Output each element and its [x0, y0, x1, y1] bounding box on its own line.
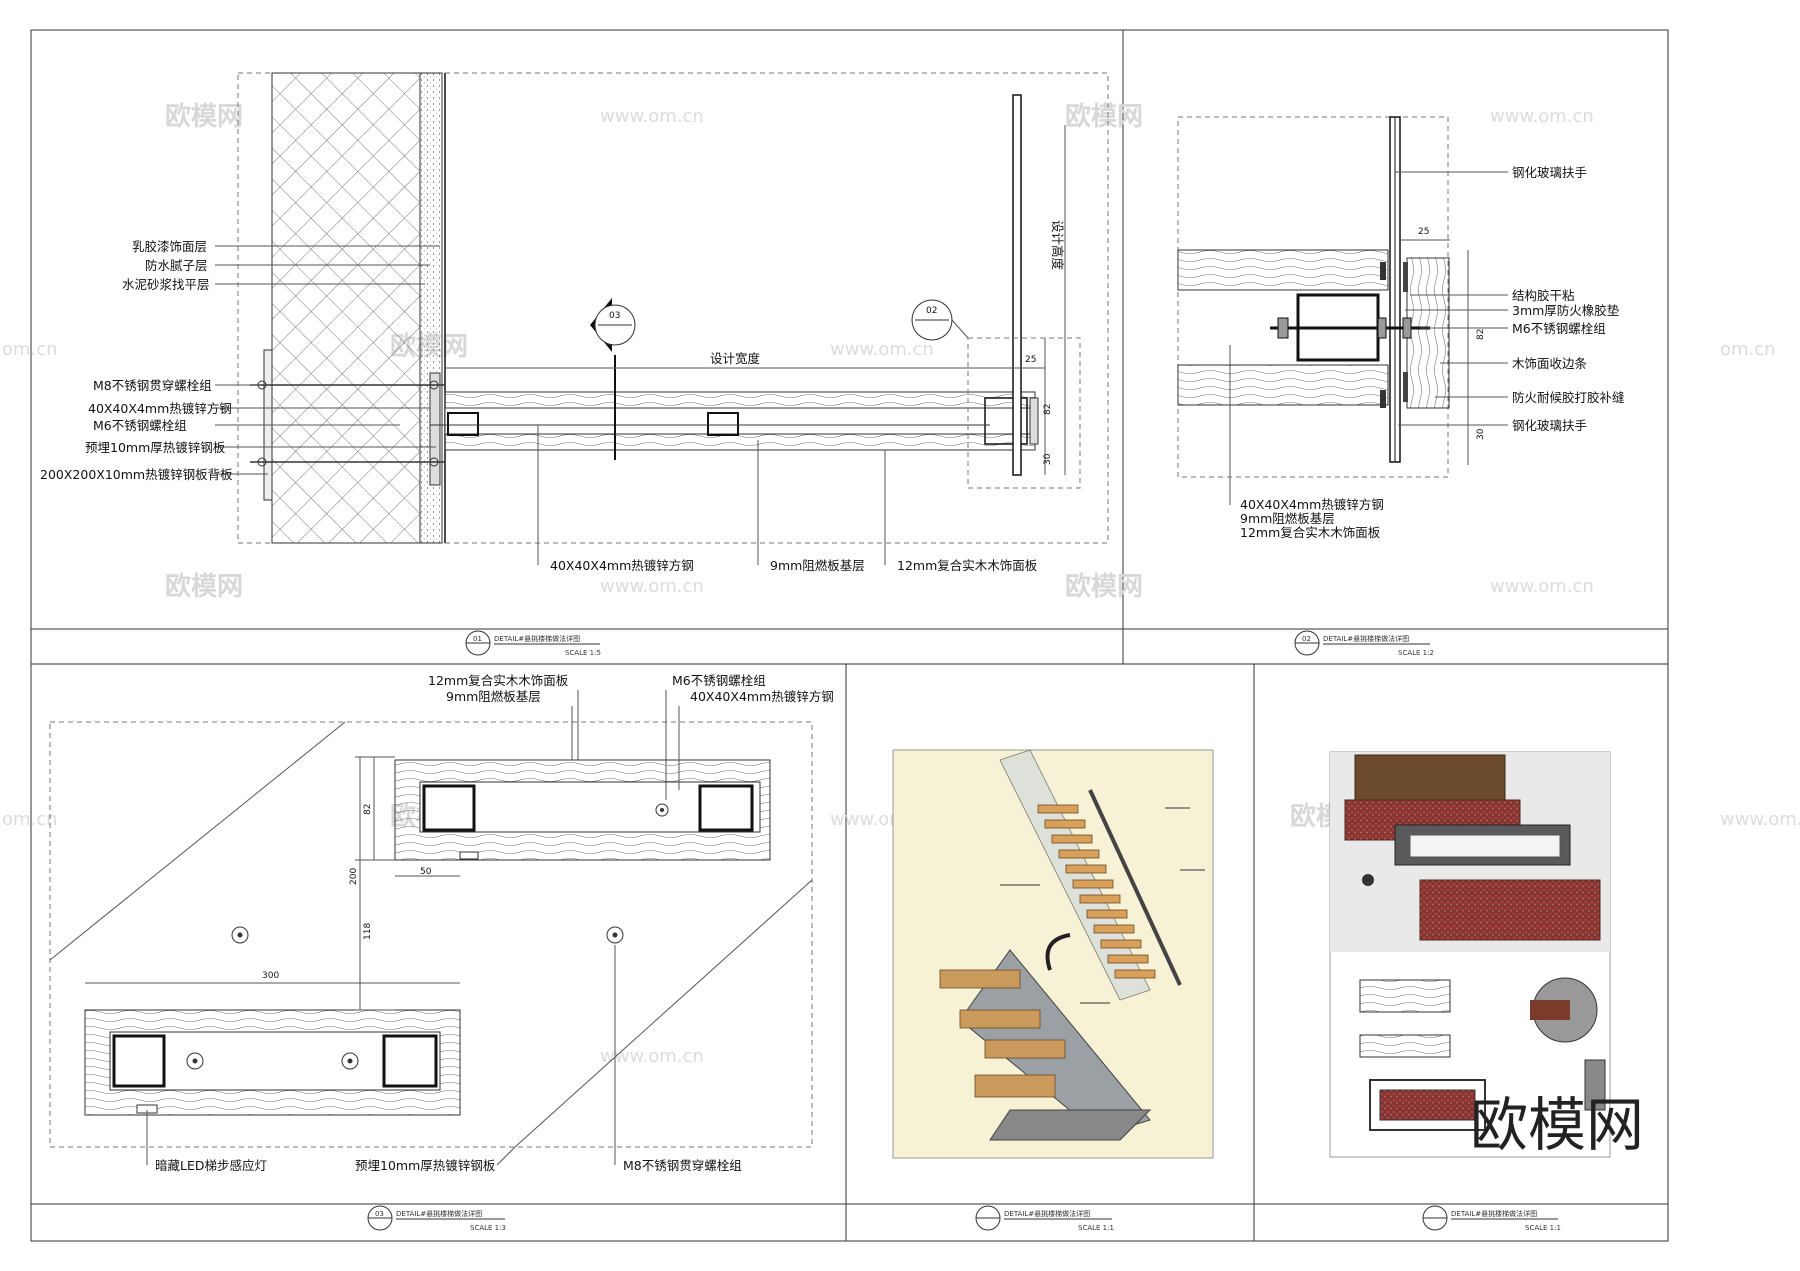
panel-02-section: 25 82 30 钢化玻璃扶手 结构胶干粘 3mm厚防火橡胶垫 M6不锈钢螺栓组…: [1177, 116, 1625, 657]
dim-82: 82: [1476, 329, 1486, 340]
watermark-url: om.cn: [1720, 339, 1776, 360]
label-glass-handrail-top: 钢化玻璃扶手: [1512, 165, 1587, 180]
watermark-url: www.om.cn: [1490, 576, 1594, 597]
label-board-12mm: 12mm复合实木木饰面板: [1240, 525, 1381, 540]
callout-02-number: 02: [926, 306, 937, 316]
dim-25: 25: [1025, 355, 1036, 365]
panel-04-scale: SCALE 1:1: [1078, 1224, 1114, 1232]
label-steel-tube: 40X40X4mm热镀锌方钢: [88, 401, 232, 416]
dim-50: 50: [420, 867, 432, 877]
panel-01-scale: SCALE 1:5: [565, 649, 601, 657]
watermark-url: om.cn: [2, 339, 58, 360]
panel-04-title: DETAIL#悬挑楼梯做法详图: [1004, 1209, 1090, 1218]
label-board-12mm: 12mm复合实木木饰面板: [897, 558, 1038, 573]
brand-logo: 欧模网: [1470, 1091, 1644, 1159]
panel-01-number: 01: [473, 635, 482, 643]
label-latex-finish: 乳胶漆饰面层: [132, 239, 207, 254]
label-embed-plate: 预埋10mm厚热镀锌钢板: [355, 1158, 496, 1173]
callout-03-number: 03: [609, 311, 620, 321]
label-m6-bolt: M6不锈钢螺栓组: [672, 673, 766, 688]
panel-03-title: DETAIL#悬挑楼梯做法详图: [396, 1209, 482, 1218]
label-m6-bolt: M6不锈钢螺栓组: [93, 418, 187, 433]
label-design-width: 设计宽度: [710, 351, 761, 366]
watermark-brand: 欧模网: [165, 101, 243, 132]
watermark-url: www.om.cn: [600, 1046, 704, 1067]
label-rubber-pad: 3mm厚防火橡胶垫: [1512, 303, 1620, 318]
watermark-brand: 欧模网: [1065, 571, 1143, 602]
label-waterproof-putty: 防水腻子层: [145, 258, 208, 273]
dim-200: 200: [349, 868, 359, 885]
watermark-url: www.om.cn: [600, 106, 704, 127]
watermark-url: www.om.cn: [600, 576, 704, 597]
label-wood-trim: 木饰面收边条: [1512, 356, 1588, 371]
panel-05-title: DETAIL#悬挑楼梯做法详图: [1451, 1209, 1537, 1218]
label-steel-tube: 40X40X4mm热镀锌方钢: [690, 689, 834, 704]
dim-118: 118: [363, 923, 373, 940]
watermark-url: www.om.cn: [1490, 106, 1594, 127]
panel-05-scale: SCALE 1:1: [1525, 1224, 1561, 1232]
label-tube-bottom: 40X40X4mm热镀锌方钢: [550, 558, 694, 573]
panel-04-illustration: DETAIL#悬挑楼梯做法详图 SCALE 1:1: [892, 749, 1214, 1232]
panel-03-section: 82 200 118 50 300 12mm复合实木木饰面板 9mm阻燃板基层 …: [49, 673, 834, 1232]
label-m6-bolt: M6不锈钢螺栓组: [1512, 321, 1606, 336]
label-cement-mortar: 水泥砂浆找平层: [122, 277, 210, 292]
panel-03-number: 03: [375, 1210, 384, 1218]
panel-05-render: DETAIL#悬挑楼梯做法详图 SCALE 1:1: [1329, 751, 1611, 1232]
watermark-url: om.cn: [2, 809, 58, 830]
dim-82: 82: [1043, 404, 1053, 415]
panel-01-section: 03 02 乳胶漆饰面层 防水腻子层 水泥砂浆找平层 M8不锈钢贯穿螺栓组 40…: [40, 72, 1109, 657]
panel-02-number: 02: [1302, 635, 1311, 643]
label-board-9mm: 9mm阻燃板基层: [770, 558, 865, 573]
panel-02-title: DETAIL#悬挑楼梯做法详图: [1323, 634, 1409, 643]
label-sealant: 防火耐候胶打胶补缝: [1512, 390, 1625, 405]
label-m8-bolt: M8不锈钢贯穿螺栓组: [93, 378, 212, 393]
label-structural-glue: 结构胶干粘: [1512, 288, 1575, 303]
watermark-brand: 欧模网: [1065, 101, 1143, 132]
label-steel-tube: 40X40X4mm热镀锌方钢: [1240, 497, 1384, 512]
label-led-light: 暗藏LED梯步感应灯: [155, 1158, 267, 1173]
dim-30: 30: [1476, 428, 1486, 440]
panel-03-scale: SCALE 1:3: [470, 1224, 506, 1232]
label-glass-handrail-bottom: 钢化玻璃扶手: [1512, 418, 1587, 433]
watermark-url: www.om.cn: [1720, 809, 1800, 830]
dim-300: 300: [262, 971, 279, 981]
panel-01-title: DETAIL#悬挑楼梯做法详图: [494, 634, 580, 643]
label-board-9mm: 9mm阻燃板基层: [446, 689, 541, 704]
label-embed-plate: 预埋10mm厚热镀锌钢板: [85, 440, 226, 455]
watermark-url: www.om.cn: [830, 339, 934, 360]
label-board-9mm: 9mm阻燃板基层: [1240, 511, 1335, 526]
dim-25: 25: [1418, 227, 1429, 237]
label-board-12mm: 12mm复合实木木饰面板: [428, 673, 569, 688]
dim-30: 30: [1043, 453, 1053, 465]
label-backplate: 200X200X10mm热镀锌钢板背板: [40, 467, 233, 482]
dim-82: 82: [363, 804, 373, 815]
sheet-frame: [30, 29, 1669, 1242]
watermark-brand: 欧模网: [165, 571, 243, 602]
label-design-height: 设计高度: [1050, 220, 1065, 271]
label-m8-bolt: M8不锈钢贯穿螺栓组: [623, 1158, 742, 1173]
panel-02-scale: SCALE 1:2: [1398, 649, 1434, 657]
